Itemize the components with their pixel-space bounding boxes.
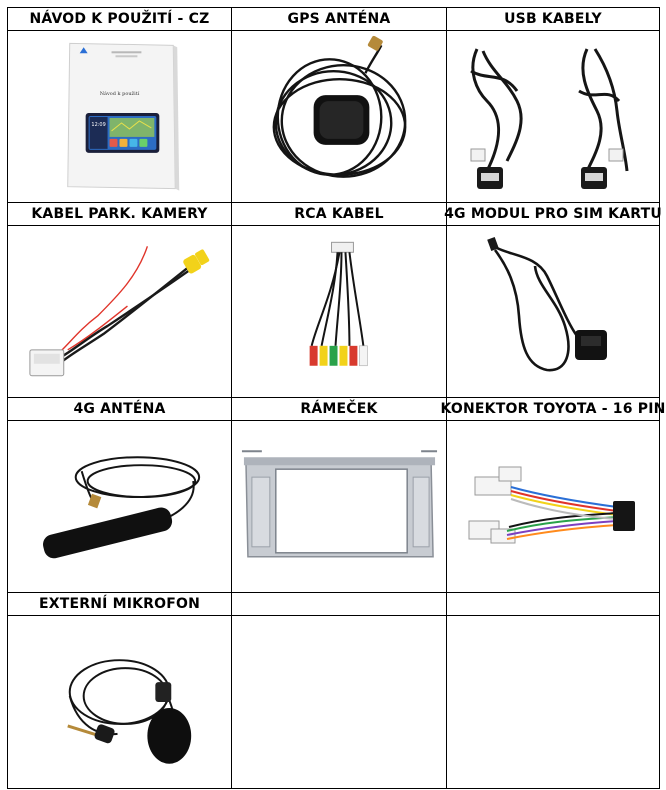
external-microphone-icon: [67, 659, 192, 764]
cell-title: [232, 593, 446, 616]
usb-cables-icon: [470, 48, 629, 189]
gps-antenna-icon: [272, 35, 407, 178]
cell-title: 4G ANTÉNA: [8, 398, 231, 421]
dash-frame-image: [232, 421, 446, 593]
usb-cables-image: [447, 31, 659, 203]
parking-camera-cable-image: [8, 226, 231, 398]
table-cell: KONEKTOR TOYOTA - 16 PIN: [440, 398, 665, 593]
accessories-table: NÁVOD K POUŽITÍ - CZ Návod k použití 12:…: [7, 7, 665, 789]
gps-antenna-image: [232, 31, 446, 203]
table-cell: [232, 593, 447, 788]
table-cell: GPS ANTÉNA: [232, 8, 447, 203]
4g-antenna-icon: [43, 456, 201, 559]
table-cell: NÁVOD K POUŽITÍ - CZ Návod k použití 12:…: [8, 8, 232, 203]
external-microphone-image: [8, 616, 231, 788]
cell-title: 4G MODUL PRO SIM KARTU: [444, 203, 662, 226]
manual-booklet-image: Návod k použití 12:09: [8, 31, 231, 203]
toyota-connector-icon: [468, 466, 635, 544]
manual-heading: Návod k použití: [100, 90, 140, 97]
table-cell: EXTERNÍ MIKROFON: [8, 593, 232, 788]
cell-title: KABEL PARK. KAMERY: [8, 203, 231, 226]
rca-cable-image: [232, 226, 446, 398]
empty-cell: [232, 616, 446, 788]
table-cell: RCA KABEL: [232, 203, 447, 398]
table-cell: [447, 593, 659, 788]
table-row: KABEL PARK. KAMERY RCA KABEL: [8, 203, 662, 398]
cell-title: RCA KABEL: [232, 203, 446, 226]
manual-screen-time: 12:09: [91, 122, 105, 128]
manual-booklet-icon: Návod k použití 12:09: [67, 42, 180, 191]
table-row: 4G ANTÉNA RÁMEČEK: [8, 398, 665, 593]
cell-title: KONEKTOR TOYOTA - 16 PIN: [440, 398, 665, 421]
table-row: NÁVOD K POUŽITÍ - CZ Návod k použití 12:…: [8, 8, 659, 203]
cell-title: USB KABELY: [447, 8, 659, 31]
sim-module-icon: [487, 236, 607, 372]
toyota-connector-image: [447, 421, 659, 593]
cell-title: NÁVOD K POUŽITÍ - CZ: [8, 8, 231, 31]
cell-title: RÁMEČEK: [232, 398, 446, 421]
cell-title: [447, 593, 659, 616]
table-row: EXTERNÍ MIKROFON: [8, 593, 659, 788]
dash-frame-icon: [241, 450, 438, 558]
sim-module-image: [447, 226, 659, 398]
rca-cable-icon: [309, 241, 368, 367]
4g-antenna-image: [8, 421, 231, 593]
table-cell: 4G MODUL PRO SIM KARTU: [444, 203, 662, 398]
empty-cell: [447, 616, 659, 788]
table-cell: USB KABELY: [447, 8, 659, 203]
table-cell: RÁMEČEK: [232, 398, 447, 593]
parking-camera-cable-icon: [29, 246, 210, 377]
table-cell: KABEL PARK. KAMERY: [8, 203, 232, 398]
cell-title: GPS ANTÉNA: [232, 8, 446, 31]
cell-title: EXTERNÍ MIKROFON: [8, 593, 231, 616]
table-cell: 4G ANTÉNA: [8, 398, 232, 593]
